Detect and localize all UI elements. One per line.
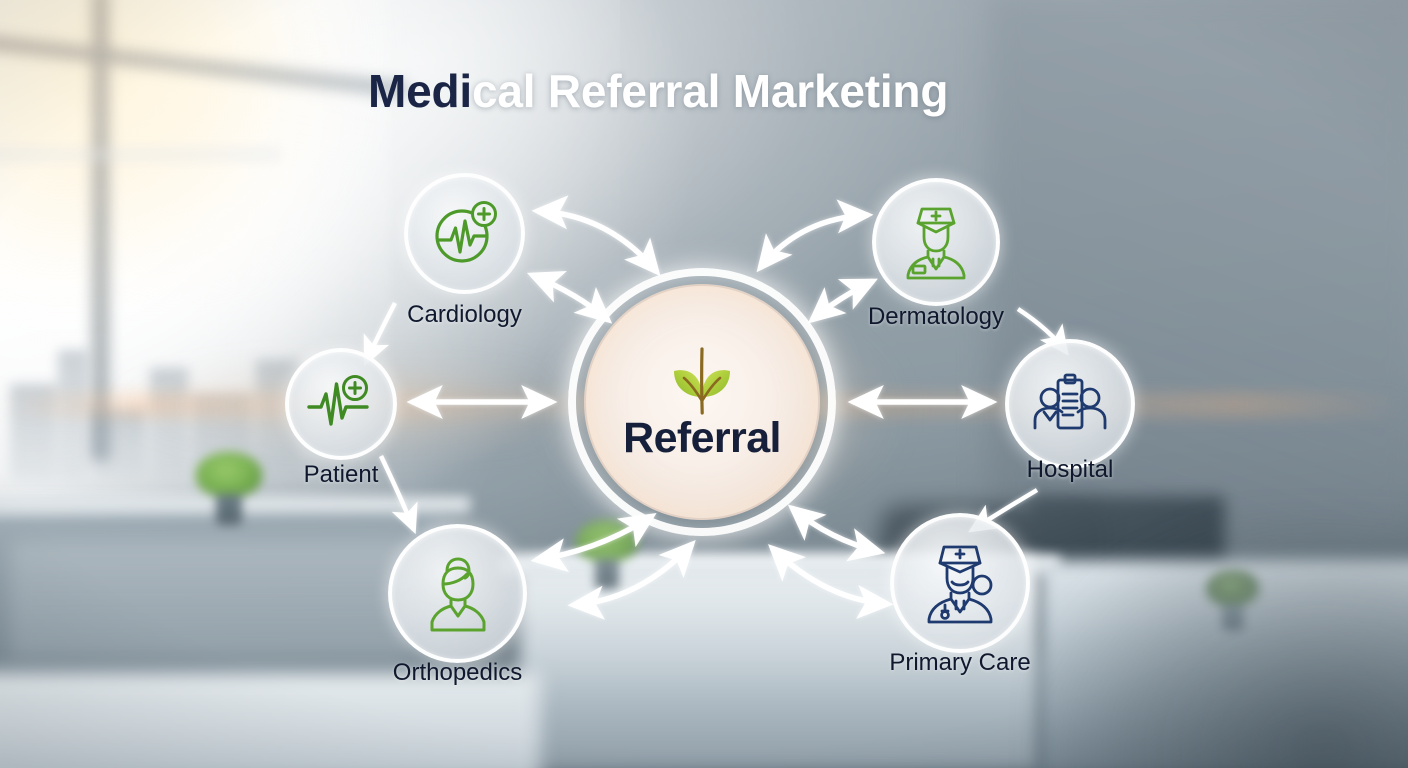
center-inner: Referral (584, 284, 820, 520)
arrow-orthopedics-referral-lower (567, 539, 696, 620)
page-title-dark-part: Medi (368, 65, 472, 117)
node-patient-label: Patient (303, 461, 379, 488)
node-primary-care-circle[interactable] (890, 513, 1030, 653)
nurse-stethoscope-icon (927, 545, 993, 624)
node-orthopedics[interactable]: Orthopedics (388, 524, 527, 686)
arrow-primarycare-referral-upper (787, 504, 886, 562)
clipboard-people-icon (1033, 373, 1107, 430)
node-hospital-label: Hospital (1026, 456, 1114, 483)
node-cardiology-circle[interactable] (404, 173, 525, 294)
arrow-dermatology-referral-lower (807, 278, 878, 324)
node-cardiology-label: Cardiology (407, 301, 522, 328)
node-patient[interactable]: Patient (285, 348, 397, 488)
heartbeat-circle-plus-icon (434, 200, 497, 263)
center-node-label: Referral (623, 413, 781, 462)
node-hospital[interactable]: Hospital (1005, 339, 1135, 483)
node-dermatology[interactable]: Dermatology (868, 178, 1004, 330)
node-primary-care-label: Primary Care (889, 649, 1031, 676)
node-primary-care[interactable]: Primary Care (889, 513, 1031, 676)
pulse-line-plus-icon (307, 375, 369, 426)
arrow-primarycare-referral-lower (768, 544, 894, 620)
window-sill (0, 150, 280, 159)
node-dermatology-circle[interactable] (872, 178, 1000, 306)
potted-plant-right (1206, 570, 1260, 632)
arrow-dermatology-referral-upper (756, 199, 874, 273)
shadow-corner (1028, 508, 1408, 768)
center-ring (568, 268, 836, 536)
arrow-patient-orthopedics (378, 455, 418, 535)
potted-plant-left (196, 452, 262, 526)
doctor-cap-cross-icon (906, 207, 966, 280)
node-hospital-circle[interactable] (1005, 339, 1135, 469)
city-skyline (0, 300, 330, 480)
node-patient-circle[interactable] (285, 348, 397, 460)
window-mullion-vertical (92, 0, 109, 460)
arrow-cardiology-referral-upper (531, 195, 661, 277)
floor (0, 672, 540, 768)
counter-panel (10, 540, 410, 660)
arrow-orthopedics-referral-upper (530, 512, 657, 573)
node-orthopedics-label: Orthopedics (392, 659, 523, 686)
page-title-light-part: cal Referral Marketing (471, 65, 949, 117)
arrow-cardiology-referral-lower (526, 271, 613, 324)
page-title: Medical Referral Marketing (368, 64, 948, 118)
leaf-plant-icon (674, 346, 730, 415)
person-outline-icon (430, 557, 485, 631)
node-cardiology[interactable]: Cardiology (404, 173, 525, 328)
node-orthopedics-circle[interactable] (388, 524, 527, 663)
node-dermatology-label: Dermatology (867, 303, 1005, 330)
center-node-referral[interactable]: Referral (568, 268, 836, 536)
